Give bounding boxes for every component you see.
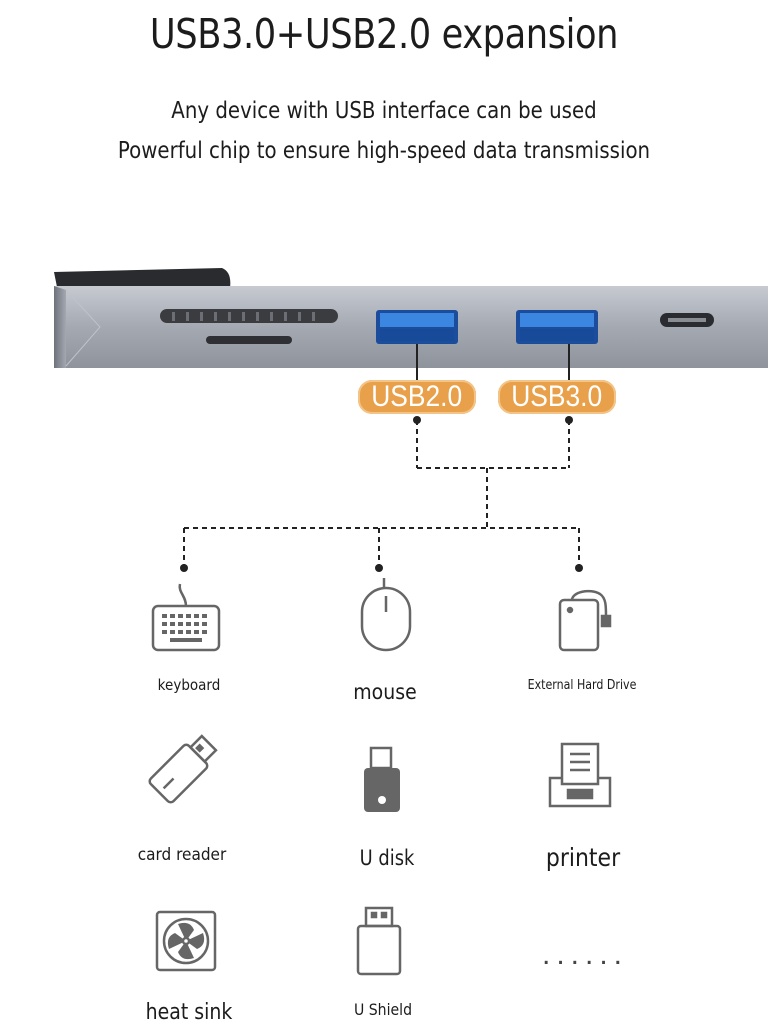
hard-drive-icon: [558, 589, 612, 652]
tf-card-slot: [206, 336, 292, 344]
hub-end: [54, 286, 66, 368]
card-reader-icon: [148, 734, 218, 804]
more-devices-ellipsis: ......: [541, 938, 628, 971]
label-card-reader: card reader: [137, 845, 227, 865]
sd-card-slot: [160, 309, 338, 323]
usb3-port: [516, 310, 598, 344]
usb-hub-device: [54, 268, 768, 368]
subtitle-line-1: Any device with USB interface can be use…: [171, 98, 597, 124]
label-printer: printer: [545, 843, 621, 872]
usb3-badge-label: USB3.0: [511, 380, 603, 413]
label-u-shield: U Shield: [353, 1000, 413, 1019]
usb2-badge-label: USB2.0: [371, 380, 463, 413]
label-mouse: mouse: [353, 680, 417, 704]
label-u-disk: U disk: [359, 846, 415, 870]
connector-lines: [183, 344, 580, 568]
usb2-badge: USB2.0: [358, 380, 476, 414]
heat-sink-icon: [155, 910, 217, 972]
printer-icon: [548, 742, 612, 808]
label-heat-sink: heat sink: [145, 1000, 233, 1025]
keyboard-icon: [151, 583, 221, 652]
subtitle-line-2: Powerful chip to ensure high-speed data …: [117, 138, 651, 164]
label-keyboard: keyboard: [157, 676, 221, 694]
label-external-hard-drive: External Hard Drive: [527, 678, 637, 693]
mouse-icon: [360, 578, 412, 652]
u-shield-icon: [356, 906, 402, 976]
usb-c-port: [660, 313, 714, 327]
usb3-badge: USB3.0: [498, 380, 616, 414]
page-title: USB3.0+USB2.0 expansion: [149, 10, 619, 58]
u-disk-icon: [364, 746, 400, 812]
connector-dots: [180, 416, 583, 572]
usb2-port: [376, 310, 458, 344]
